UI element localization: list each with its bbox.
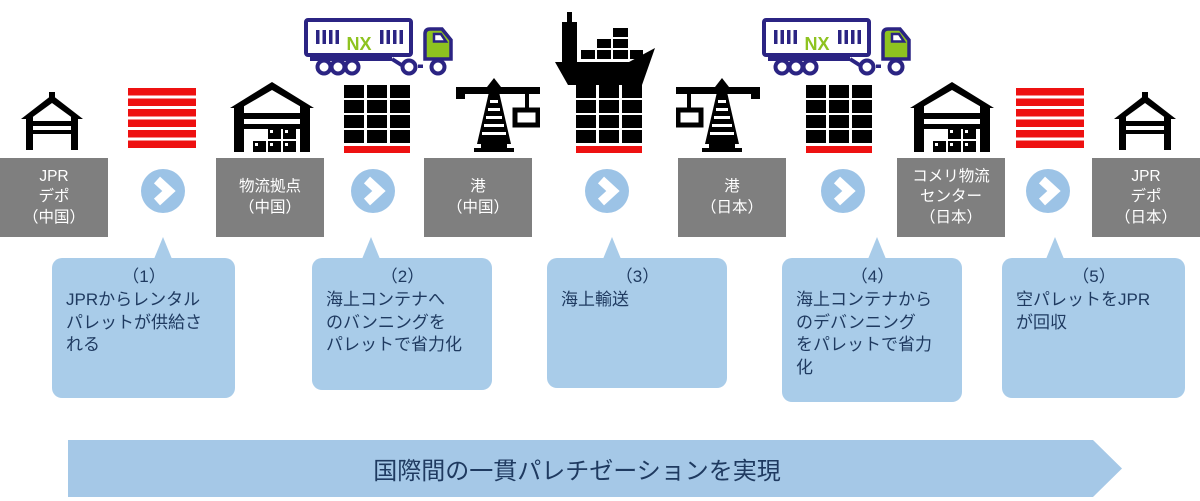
chevron-right-icon: [585, 169, 629, 213]
port-crane-icon: [676, 78, 760, 152]
chevron-right-icon: [141, 169, 185, 213]
chevron-right-icon: [351, 169, 395, 213]
truck-logo-text: NX: [346, 34, 371, 54]
callout-pointer: [1046, 237, 1064, 259]
callout-step-2: （2） 海上コンテナへのバンニングをパレットで省力化: [312, 258, 492, 390]
empty-pallet-stack-icon: [128, 88, 196, 148]
callout-step-1: （1） JPRからレンタルパレットが供給される: [52, 258, 235, 398]
callout-text: 海上輸送: [561, 289, 629, 309]
callout-pointer: [868, 237, 886, 259]
callout-step-3: （3） 海上輸送: [547, 258, 727, 388]
depot-icon: [1114, 92, 1176, 150]
callout-number: （5）: [1072, 267, 1116, 286]
callout-number: （2）: [380, 267, 425, 286]
callout-text: 海上コンテナへのバンニングをパレットで省力化: [326, 289, 462, 355]
summary-arrow-banner: 国際間の一貫パレチゼーションを実現: [68, 440, 1122, 497]
callout-pointer: [603, 237, 621, 259]
callout-number: （4）: [850, 267, 895, 286]
loaded-pallet-grid-icon: [344, 85, 410, 153]
callout-step-4: （4） 海上コンテナからのデバンニングをパレットで省力化: [782, 258, 962, 402]
callout-pointer: [362, 237, 380, 259]
loaded-pallet-grid-icon: [576, 85, 642, 153]
summary-arrow-text: 国際間の一貫パレチゼーションを実現: [373, 458, 781, 485]
chevron-right-icon: [821, 169, 865, 213]
cargo-ship-icon: [555, 12, 655, 85]
nx-truck-icon: NX: [762, 18, 911, 76]
depot-icon: [21, 92, 83, 150]
station-label-port-japan: 港（日本）: [678, 158, 786, 237]
station-label-logistics-base-china: 物流拠点（中国）: [216, 158, 324, 237]
station-label-port-china: 港（中国）: [424, 158, 532, 237]
empty-pallet-stack-icon: [1016, 88, 1084, 148]
warehouse-icon: [910, 82, 994, 152]
warehouse-icon: [230, 82, 314, 152]
station-label-komeri-center-japan: コメリ物流センター（日本）: [897, 158, 1005, 237]
callout-text: 海上コンテナからのデバンニングをパレットで省力化: [796, 289, 932, 378]
truck-logo-text: NX: [804, 34, 829, 54]
callout-number: （3）: [615, 267, 660, 286]
callout-text: JPRからレンタルパレットが供給される: [66, 289, 202, 355]
callout-pointer: [154, 237, 172, 259]
loaded-pallet-grid-icon: [806, 85, 872, 153]
chevron-right-icon: [1026, 169, 1070, 213]
nx-truck-icon: NX: [304, 18, 453, 76]
port-crane-icon: [456, 78, 540, 152]
callout-number: （1）: [122, 267, 166, 286]
